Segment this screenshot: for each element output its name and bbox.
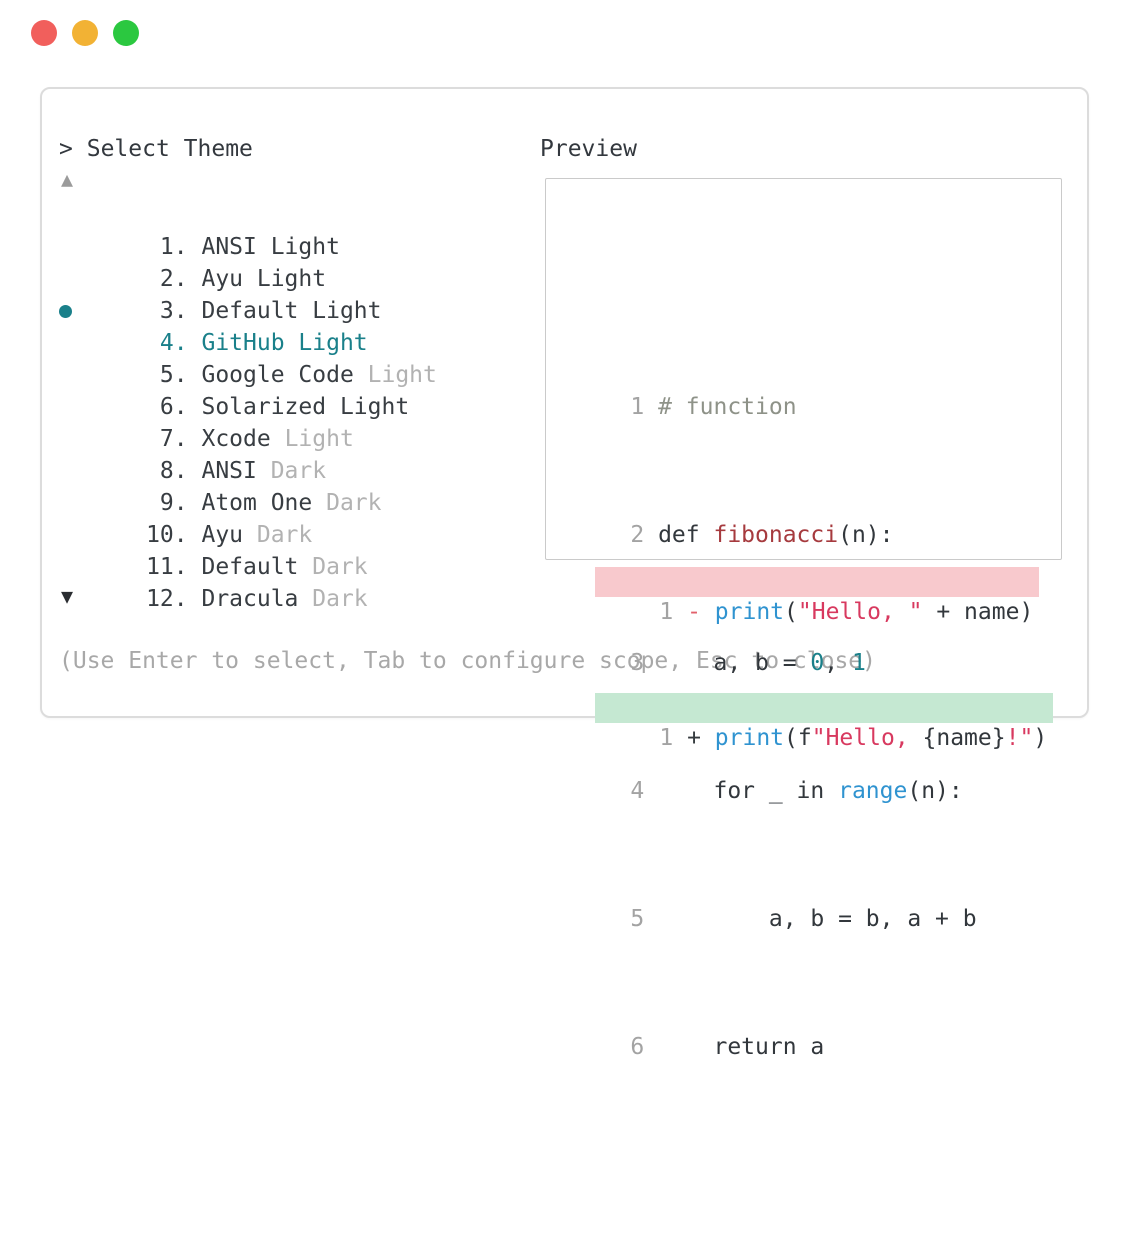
- page-title: Select Theme: [86, 136, 253, 162]
- line-tokens: return a: [658, 1034, 825, 1060]
- theme-list-item[interactable]: 12. Dracula Dark: [42, 551, 542, 612]
- theme-name: Ayu: [201, 522, 244, 548]
- line-number: 2: [630, 522, 645, 548]
- theme-name: Dracula: [201, 586, 299, 612]
- theme-list-item[interactable]: 7. Xcode Light: [42, 391, 542, 452]
- theme-name: Ayu Light: [201, 266, 327, 292]
- theme-list-item[interactable]: 8. ANSI Dark: [42, 423, 542, 484]
- line-tokens: a, b = b, a + b: [658, 906, 977, 932]
- theme-name: Solarized Light: [201, 394, 410, 420]
- line-tokens: a, b = 0, 1: [658, 650, 866, 676]
- theme-list-item[interactable]: 10. Ayu Dark: [42, 487, 542, 548]
- theme-list-item[interactable]: 2. Ayu Light: [42, 231, 542, 292]
- theme-list-item[interactable]: 4. GitHub Light: [42, 295, 542, 356]
- zoom-button[interactable]: [113, 20, 139, 46]
- theme-name-suffix: Light: [367, 362, 437, 388]
- line-number: 1: [659, 725, 674, 751]
- theme-name: Atom One: [201, 490, 313, 516]
- theme-number: 12.: [146, 586, 188, 612]
- picker-title: > Select Theme: [59, 135, 253, 163]
- preview-pane: 1 # function 2 def fibonacci(n): 3 a, b = …: [545, 178, 1062, 1060]
- theme-name-suffix: Dark: [270, 458, 327, 484]
- line-number: 4: [630, 778, 645, 804]
- code-line: 6 return a: [575, 999, 977, 1060]
- line-number: 1: [659, 599, 674, 625]
- close-button[interactable]: [31, 20, 57, 46]
- theme-number: 6.: [159, 394, 188, 420]
- theme-name-suffix: Dark: [326, 490, 382, 516]
- line-tokens: # function: [658, 394, 797, 420]
- code-line: 1 # function: [575, 359, 977, 420]
- window-controls: [31, 20, 139, 46]
- theme-number: 2.: [159, 266, 188, 292]
- theme-list-item[interactable]: 1. ANSI Light: [42, 199, 542, 260]
- minimize-button[interactable]: [72, 20, 98, 46]
- theme-number: 8.: [159, 458, 188, 484]
- theme-list-item[interactable]: 9. Atom One Dark: [42, 455, 542, 516]
- selected-bullet-icon: [59, 304, 72, 318]
- code-line: 2 def fibonacci(n):: [575, 487, 977, 548]
- code-line: 3 a, b = 0, 1: [575, 615, 977, 676]
- theme-picker-panel: > Select Theme ▲ 1. ANSI Light 2. Ayu Ligh…: [40, 87, 1089, 1060]
- theme-name: Default Light: [201, 298, 382, 324]
- theme-number: 4.: [159, 330, 188, 356]
- scroll-down-icon[interactable]: ▼: [61, 584, 74, 608]
- theme-name: ANSI Light: [201, 234, 340, 260]
- theme-name-suffix: Dark: [312, 554, 368, 580]
- diff-line: 1 + print(f"Hello, {name}!"): [595, 693, 1054, 751]
- theme-name: GitHub Light: [201, 330, 368, 356]
- theme-list: 1. ANSI Light 2. Ayu Light 3. Default Light…: [42, 199, 542, 612]
- theme-name-suffix: Dark: [312, 586, 368, 612]
- theme-number: 5.: [159, 362, 188, 388]
- theme-name-suffix: Dark: [256, 522, 313, 548]
- code-spacer: [575, 1127, 977, 1155]
- diff-sign: +: [687, 725, 701, 751]
- theme-number: 7.: [159, 426, 188, 452]
- theme-number: 3.: [159, 298, 188, 324]
- theme-list-item[interactable]: 3. Default Light: [42, 263, 542, 324]
- line-tokens: def fibonacci(n):: [658, 522, 894, 548]
- theme-number: 10.: [146, 522, 188, 548]
- line-number: 1: [630, 394, 645, 420]
- theme-name: Default: [201, 554, 299, 580]
- line-tokens: print(f"Hello, {name}!"): [714, 725, 1048, 751]
- diff-line: 1-print("Hello, " + name): [595, 567, 1040, 625]
- preview-label: Preview: [540, 136, 637, 162]
- theme-number: 11.: [146, 554, 188, 580]
- theme-list-item[interactable]: 5. Google Code Light: [42, 327, 542, 388]
- diff-sample: 1-print("Hello, " + name) 1+print(f"Hell…: [575, 503, 1054, 755]
- line-tokens: for _ in range(n):: [658, 778, 963, 804]
- code-sample: 1 # function 2 def fibonacci(n): 3 a, b = …: [575, 231, 1054, 1251]
- line-tokens: print("Hello, " + name): [714, 599, 1034, 625]
- code-line: 5 a, b = b, a + b: [575, 871, 976, 932]
- line-number: 5: [630, 906, 645, 932]
- line-number: 6: [630, 1034, 645, 1060]
- theme-number: 9.: [159, 490, 188, 516]
- theme-name-suffix: Light: [284, 426, 354, 452]
- theme-name: Google Code: [201, 362, 354, 388]
- keyboard-hint: (Use Enter to select, Tab to configure s…: [59, 648, 876, 674]
- line-number: 3: [630, 650, 645, 676]
- theme-number: 1.: [159, 234, 188, 260]
- prompt-chevron-icon: >: [59, 136, 73, 162]
- scroll-up-icon[interactable]: ▲: [61, 167, 74, 191]
- theme-name: ANSI: [201, 458, 257, 484]
- theme-name: Xcode: [201, 426, 271, 452]
- theme-list-item[interactable]: 6. Solarized Light: [42, 359, 542, 420]
- theme-list-item[interactable]: 11. Default Dark: [42, 519, 542, 580]
- diff-sign: -: [687, 599, 701, 625]
